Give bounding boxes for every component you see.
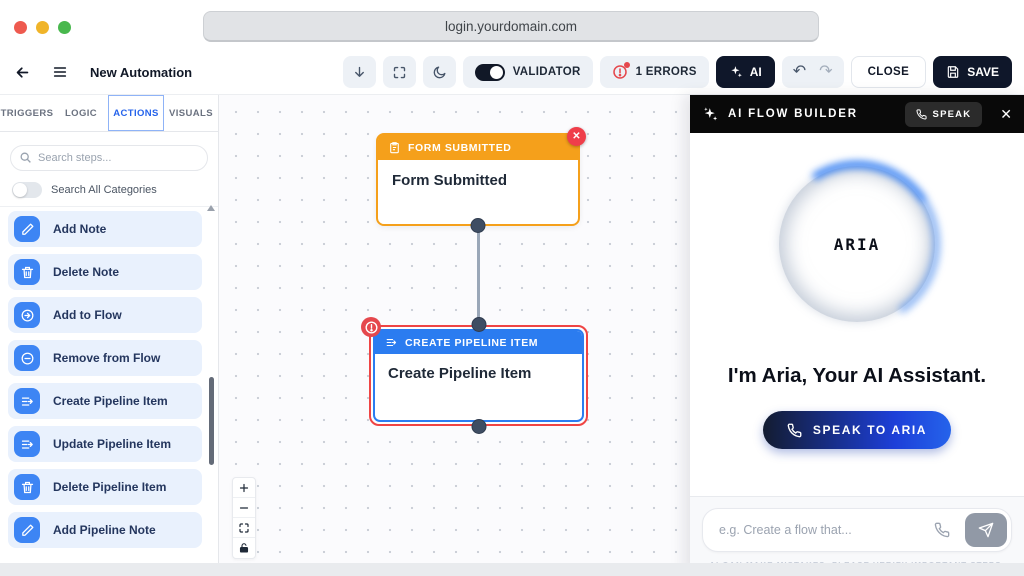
save-button[interactable]: SAVE	[933, 56, 1012, 88]
search-all-categories-label: Search All Categories	[51, 184, 157, 196]
scrollbar-thumb[interactable]	[209, 377, 214, 465]
undo-redo-group: ↶ ↷	[781, 56, 844, 88]
page-title: New Automation	[90, 64, 193, 80]
phone-icon	[787, 423, 802, 437]
sidebar-tab[interactable]: VISUALS	[169, 107, 213, 119]
sparkles-icon	[704, 106, 718, 121]
ai-panel-title: AI FLOW BUILDER	[728, 108, 858, 120]
window-controls	[14, 21, 71, 34]
undo-icon[interactable]: ↶	[792, 63, 807, 80]
node-error-icon	[361, 317, 381, 337]
delete-node-button[interactable]: ✕	[567, 127, 586, 146]
speak-to-aria-label: SPEAK TO ARIA	[812, 423, 928, 437]
aria-logo-text: ARIA	[833, 234, 881, 254]
flow-canvas[interactable]: FORM SUBMITTED Form Submitted ✕ CREATE P…	[219, 95, 690, 576]
canvas-zoom-controls	[232, 477, 256, 559]
sparkles-icon	[731, 66, 742, 78]
errors-button[interactable]: 1 ERRORS	[599, 56, 709, 88]
aria-logo: ARIA	[779, 166, 935, 322]
speak-to-aria-button[interactable]: SPEAK TO ARIA	[762, 411, 952, 449]
maximize-window-button[interactable]	[58, 21, 71, 34]
step-list-item[interactable]: Delete Note	[8, 254, 202, 290]
sidebar-tab[interactable]: ACTIONS	[108, 95, 164, 131]
step-list-item[interactable]: Remove from Flow	[8, 340, 202, 376]
node-input-handle[interactable]	[471, 317, 486, 332]
node-title: Create Pipeline Item	[388, 365, 532, 382]
ai-prompt-input[interactable]	[702, 508, 1012, 552]
ai-panel-header: AI FLOW BUILDER SPEAK ✕	[690, 95, 1024, 133]
flow-node-form-submitted[interactable]: FORM SUBMITTED Form Submitted ✕	[376, 127, 586, 233]
sidebar-tab[interactable]: TRIGGERS	[0, 107, 54, 119]
pipeline-icon	[386, 338, 397, 347]
errors-label: 1 ERRORS	[635, 66, 697, 78]
sidebar-tab[interactable]: LOGIC	[64, 107, 98, 119]
node-output-handle[interactable]	[470, 218, 486, 233]
redo-icon[interactable]: ↷	[819, 63, 833, 80]
ai-panel-body: ARIA I'm Aria, Your AI Assistant. SPEAK …	[690, 133, 1024, 496]
flow-edge	[477, 225, 480, 328]
clipboard-icon	[390, 142, 399, 154]
zoom-in-button[interactable]	[233, 478, 255, 498]
ai-headline: I'm Aria, Your AI Assistant.	[727, 364, 987, 387]
speak-label: SPEAK	[932, 108, 972, 120]
steps-list: Add Note Delete Note Add to Flow	[0, 206, 218, 576]
dark-mode-button[interactable]	[422, 56, 456, 88]
flow-node-create-pipeline-item[interactable]: CREATE PIPELINE ITEM Create Pipeline Ite…	[361, 317, 588, 434]
fit-view-button[interactable]	[233, 518, 255, 538]
browser-bar: login.yourdomain.com	[0, 0, 1024, 50]
scroll-up-icon[interactable]	[207, 205, 215, 211]
address-bar[interactable]: login.yourdomain.com	[203, 11, 819, 42]
step-list-item[interactable]: Add to Flow	[8, 297, 202, 333]
bottom-strip	[0, 563, 1024, 576]
node-header: FORM SUBMITTED	[378, 135, 578, 160]
sidebar-scrollbar[interactable]	[206, 205, 216, 571]
search-all-categories-toggle[interactable]	[12, 182, 42, 198]
ai-label: AI	[749, 65, 762, 79]
fullscreen-button[interactable]	[382, 56, 416, 88]
node-title: Form Submitted	[392, 172, 507, 189]
step-list-item[interactable]: Update Pipeline Item	[8, 426, 202, 462]
node-output-handle[interactable]	[471, 419, 486, 434]
send-icon	[978, 522, 994, 538]
node-header-label: FORM SUBMITTED	[408, 141, 512, 154]
validator-label: VALIDATOR	[512, 66, 581, 78]
save-icon	[947, 66, 959, 78]
ai-button[interactable]: AI	[715, 56, 775, 88]
close-panel-icon[interactable]: ✕	[1000, 105, 1012, 122]
step-list-item[interactable]: Add Pipeline Note	[8, 512, 202, 548]
save-label: SAVE	[967, 65, 999, 79]
menu-icon[interactable]	[50, 62, 70, 82]
steps-sidebar: TRIGGERS LOGIC ACTIONS VISUALS	[0, 95, 219, 576]
step-list-item[interactable]: Delete Pipeline Item	[8, 469, 202, 505]
zoom-out-button[interactable]	[233, 498, 255, 518]
phone-icon	[915, 108, 927, 120]
close-window-button[interactable]	[14, 21, 27, 34]
phone-icon[interactable]	[934, 522, 950, 538]
ai-flow-builder-panel: AI FLOW BUILDER SPEAK ✕ ARIA I'm Aria, Y…	[690, 95, 1024, 576]
search-icon	[20, 152, 31, 163]
speak-button[interactable]: SPEAK	[904, 101, 983, 127]
validator-toggle[interactable]: VALIDATOR	[462, 56, 593, 88]
error-badge-dot	[623, 62, 630, 68]
node-header: CREATE PIPELINE ITEM	[375, 331, 582, 354]
lock-button[interactable]	[233, 538, 255, 558]
step-list-item[interactable]: Add Note	[8, 211, 202, 247]
toolbar: New Automation VALIDATOR 1 ERRORS	[0, 50, 1024, 95]
node-header-label: CREATE PIPELINE ITEM	[405, 336, 539, 349]
search-steps-input[interactable]	[10, 145, 208, 171]
ai-panel-footer: AI CAN MAKE MISTAKES. PLEASE VERIFY IMPO…	[690, 496, 1024, 576]
back-button[interactable]	[12, 62, 32, 82]
sidebar-tabs: TRIGGERS LOGIC ACTIONS VISUALS	[0, 95, 218, 132]
validator-switch[interactable]	[474, 63, 505, 81]
minimize-window-button[interactable]	[36, 21, 49, 34]
download-button[interactable]	[342, 56, 376, 88]
step-list-item[interactable]: Create Pipeline Item	[8, 383, 202, 419]
close-button[interactable]: CLOSE	[850, 56, 927, 88]
error-alert-icon	[612, 62, 630, 80]
send-button[interactable]	[965, 513, 1007, 547]
